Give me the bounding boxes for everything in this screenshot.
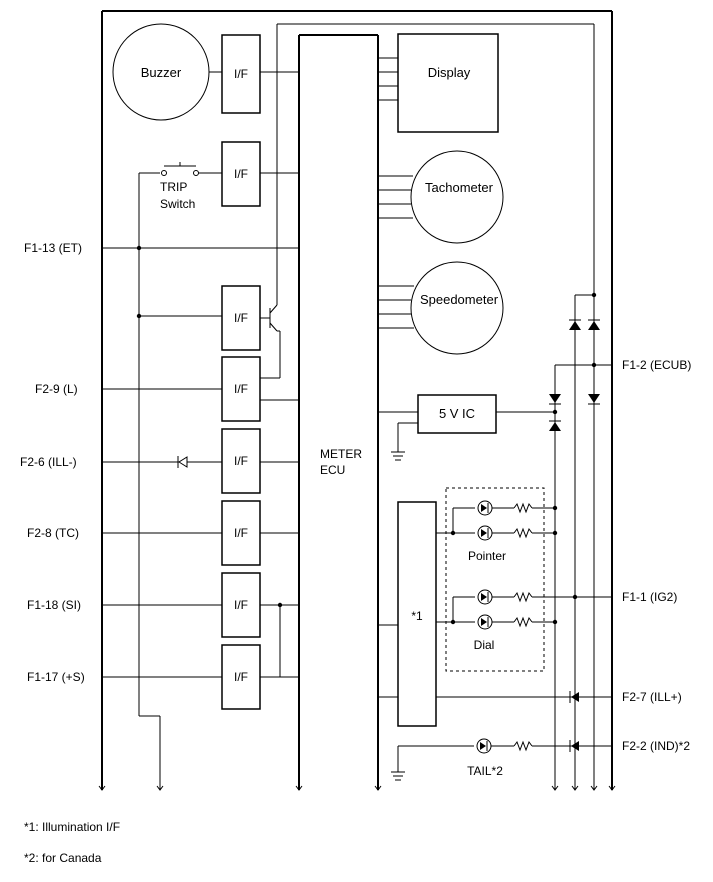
- footnote: *1: Illumination I/F: [24, 820, 121, 834]
- diode-ecub-lower: [588, 394, 600, 405]
- interface-block-ill-minus: I/F: [221, 428, 261, 494]
- illumination-interface: *1: [397, 501, 437, 727]
- voltage-regulator: 5 V IC: [417, 394, 497, 434]
- svg-text:I/F: I/F: [234, 167, 248, 181]
- svg-text:I/F: I/F: [234, 382, 248, 396]
- svg-text:METER: METER: [320, 447, 362, 461]
- interface-block-tc: I/F: [221, 500, 261, 566]
- svg-text:Speedometer: Speedometer: [420, 292, 499, 307]
- wire-break-marks: [98, 785, 616, 791]
- display: Display: [397, 33, 499, 133]
- speedometer: Speedometer: [410, 261, 504, 355]
- terminal-label: F1-13 (ET): [24, 241, 82, 255]
- svg-text:Tachometer: Tachometer: [425, 180, 494, 195]
- svg-text:I/F: I/F: [234, 670, 248, 684]
- ground-icon: [391, 771, 405, 781]
- ground-icon: [391, 451, 405, 461]
- svg-text:I/F: I/F: [234, 598, 248, 612]
- svg-text:*1: *1: [411, 609, 423, 623]
- interface-block-l: I/F: [221, 356, 261, 422]
- pointer-label: Pointer: [468, 549, 506, 563]
- buzzer: Buzzer: [112, 23, 210, 121]
- tail-led: [476, 738, 612, 754]
- ill-minus-diode: [177, 456, 188, 468]
- tail-label: TAIL*2: [467, 764, 503, 778]
- terminal-label: F1-17 (+S): [27, 670, 85, 684]
- terminal-label: F2-8 (TC): [27, 526, 79, 540]
- svg-text:I/F: I/F: [234, 311, 248, 325]
- svg-text:ECU: ECU: [320, 463, 345, 477]
- interface-block-plus-s: I/F: [221, 644, 261, 710]
- diode-ig2: [569, 319, 581, 330]
- terminal-label: F1-18 (SI): [27, 598, 81, 612]
- diode-ecub-upper: [588, 319, 600, 330]
- svg-text:I/F: I/F: [234, 67, 248, 81]
- interface-block-buzzer: I/F: [221, 34, 261, 114]
- interface-block-trip: I/F: [221, 141, 261, 207]
- svg-text:I/F: I/F: [234, 526, 248, 540]
- terminal-label: F2-2 (IND)*2: [622, 739, 690, 753]
- meter-ecu: METER ECU: [298, 34, 379, 790]
- svg-text:TRIP: TRIP: [160, 180, 187, 194]
- terminal-label: F2-7 (ILL+): [622, 690, 682, 704]
- dial-led-lower: [453, 614, 555, 630]
- footnote: *2: for Canada: [24, 851, 102, 865]
- svg-text:Buzzer: Buzzer: [141, 65, 182, 80]
- dial-label: Dial: [474, 638, 495, 652]
- diode-regulator-top: [549, 394, 561, 405]
- interface-block-si: I/F: [221, 572, 261, 638]
- svg-text:I/F: I/F: [234, 454, 248, 468]
- pointer-led-lower: [453, 525, 555, 541]
- terminal-label: F2-9 (L): [35, 382, 78, 396]
- terminal-label: F1-1 (IG2): [622, 590, 677, 604]
- interface-block-transistor: I/F: [221, 285, 261, 351]
- diode-regulator-bottom: [549, 420, 561, 431]
- tachometer: Tachometer: [410, 150, 504, 244]
- svg-text:Display: Display: [428, 65, 471, 80]
- svg-text:Switch: Switch: [160, 197, 195, 211]
- terminal-label: F1-2 (ECUB): [622, 358, 691, 372]
- ill-plus-diode: [569, 691, 579, 703]
- ind-diode: [569, 740, 579, 752]
- dial-led-upper: [453, 589, 575, 605]
- terminal-label: F2-6 (ILL-): [20, 455, 77, 469]
- pointer-led-upper: [453, 500, 555, 516]
- trip-switch: TRIP Switch: [160, 162, 222, 211]
- svg-text:5 V IC: 5 V IC: [439, 406, 475, 421]
